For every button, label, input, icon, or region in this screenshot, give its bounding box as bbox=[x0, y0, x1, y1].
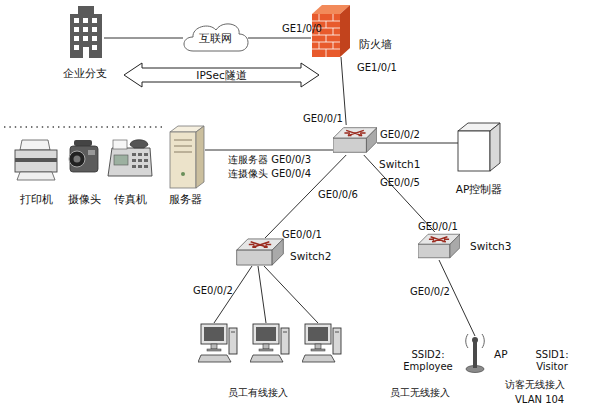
network-link bbox=[377, 143, 458, 144]
fax: 传真机 bbox=[108, 135, 152, 180]
switch: Switch2 bbox=[235, 238, 285, 266]
server-icon bbox=[170, 126, 204, 188]
port-label: GE0/0/2 bbox=[193, 285, 233, 297]
access-point: AP bbox=[466, 336, 484, 372]
port-label: 员工有线接入 bbox=[228, 387, 288, 399]
node-label: Switch2 bbox=[290, 250, 340, 263]
printer: 打印机 bbox=[15, 135, 57, 180]
port-label: GE0/0/2 bbox=[380, 129, 420, 141]
switch-icon bbox=[237, 239, 284, 265]
port-label: GE0/0/5 bbox=[380, 177, 420, 189]
internet-cloud: 互联网 bbox=[183, 24, 248, 52]
ap-controller: AP控制器 bbox=[458, 123, 500, 171]
server: 服务器 bbox=[165, 125, 205, 190]
port-label: GE0/0/1 bbox=[303, 113, 343, 125]
port-label: GE0/0/2 bbox=[410, 286, 450, 298]
switch-icon bbox=[418, 234, 460, 258]
pc-icon bbox=[302, 324, 341, 362]
port-label: 访客无线接入 bbox=[505, 379, 565, 391]
node-label: 打印机 bbox=[11, 193, 61, 206]
port-label: GE0/0/1 bbox=[418, 221, 458, 233]
switch: Switch1 bbox=[333, 125, 377, 155]
node-label: AP控制器 bbox=[448, 183, 510, 196]
network-link bbox=[364, 155, 435, 232]
port-label: GE1/0/0 bbox=[282, 23, 322, 35]
node-label: 防火墙 bbox=[359, 38, 409, 51]
printer-icon bbox=[15, 140, 57, 180]
switch-icon bbox=[333, 128, 377, 153]
network-link bbox=[104, 38, 183, 39]
port-label: GE0/0/6 bbox=[318, 189, 358, 201]
camera-icon bbox=[69, 140, 98, 172]
node-label: 互联网 bbox=[183, 32, 248, 45]
fax-icon bbox=[108, 140, 152, 176]
port-label: 连服务器 GE0/0/3 bbox=[228, 154, 311, 166]
building-icon bbox=[70, 6, 102, 58]
port-label: VLAN 104 bbox=[515, 394, 564, 406]
camera: 摄像头 bbox=[66, 138, 102, 178]
node-label: 企业分支 bbox=[54, 67, 116, 80]
node-label: 摄像头 bbox=[58, 193, 110, 206]
node-label: 传真机 bbox=[103, 193, 157, 206]
switch: Switch3 bbox=[418, 232, 460, 260]
port-label: GE0/0/1 bbox=[282, 229, 322, 241]
node-label: 服务器 bbox=[157, 193, 213, 206]
network-link bbox=[248, 38, 311, 39]
network-link bbox=[205, 150, 333, 151]
pc-icon bbox=[198, 324, 237, 362]
pc-icon bbox=[250, 324, 289, 362]
tunnel-arrow bbox=[124, 63, 319, 87]
branch-office: 企业分支 bbox=[66, 3, 104, 83]
port-label: 员工无线接入 bbox=[390, 387, 450, 399]
device-bus-dotted bbox=[4, 126, 162, 127]
edge-label: IPSec隧道 bbox=[196, 69, 246, 82]
cloud-shape bbox=[184, 24, 248, 51]
ap-controller-icon bbox=[458, 123, 500, 171]
ap-antenna-icon bbox=[466, 334, 485, 373]
node-label: Switch1 bbox=[379, 158, 429, 171]
node-label: AP bbox=[494, 348, 514, 361]
port-label: SSID1: Visitor bbox=[528, 349, 576, 373]
port-label: GE1/0/1 bbox=[357, 62, 397, 74]
node-label: Switch3 bbox=[470, 240, 520, 253]
port-label: SSID2: Employee bbox=[400, 349, 456, 373]
port-label: 连摄像头 GE0/0/4 bbox=[228, 168, 311, 180]
network-link bbox=[439, 260, 475, 336]
